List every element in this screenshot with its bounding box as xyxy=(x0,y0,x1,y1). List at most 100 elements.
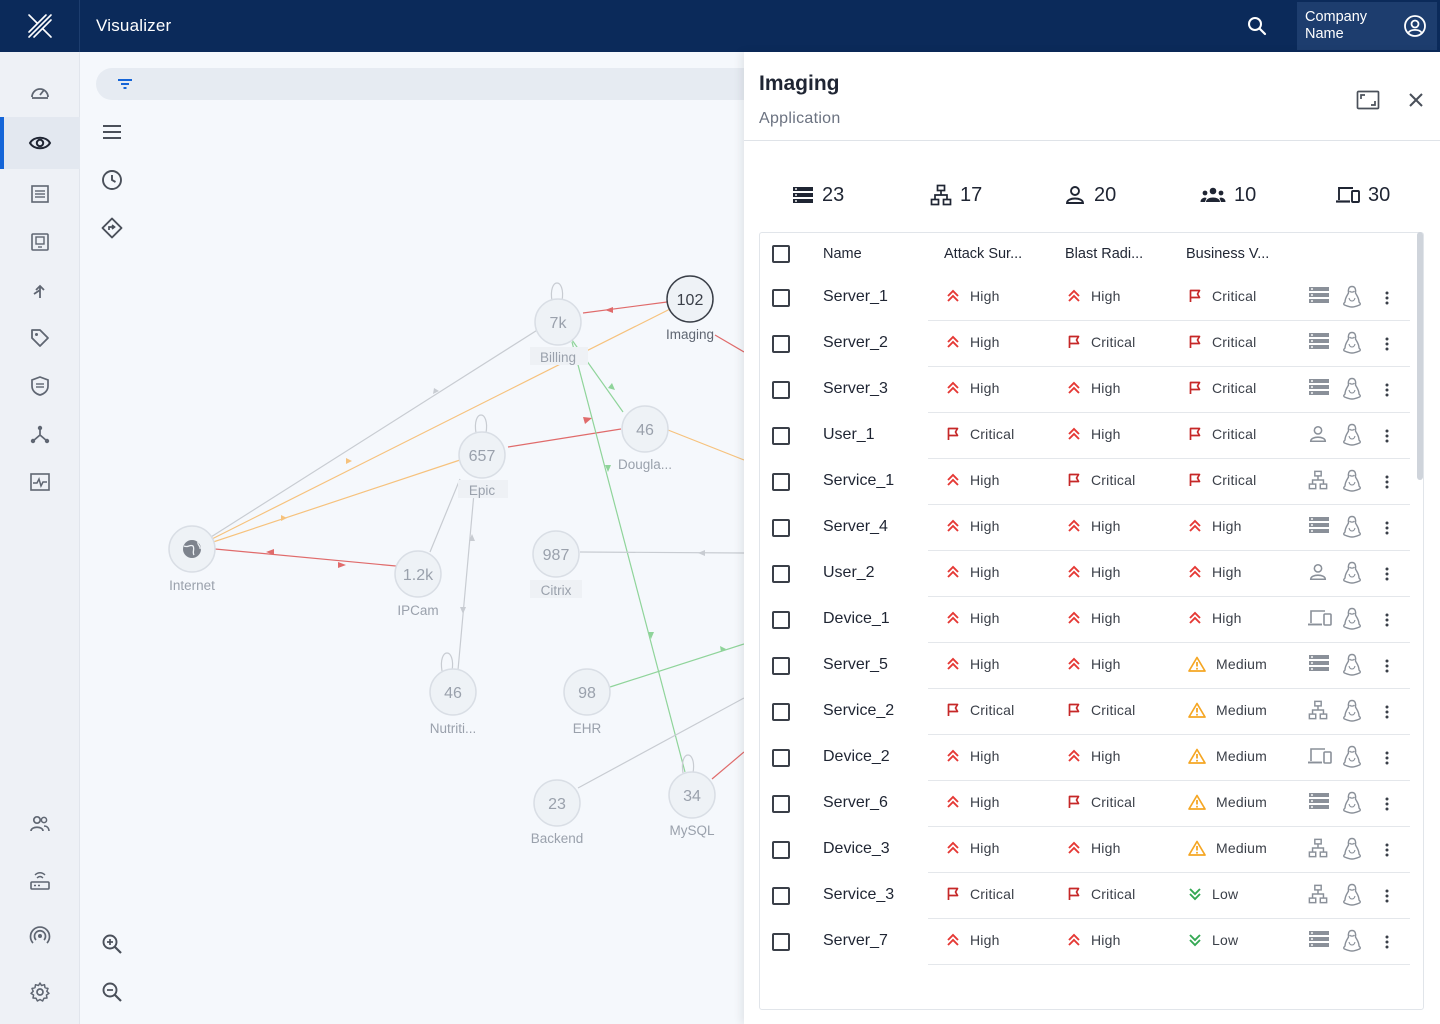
asset-name[interactable]: Device_3 xyxy=(823,840,890,857)
asset-name[interactable]: Server_2 xyxy=(823,334,888,351)
row-actions-button[interactable] xyxy=(1377,333,1397,355)
row-actions-button[interactable] xyxy=(1377,425,1397,447)
row-actions-button[interactable] xyxy=(1377,885,1397,907)
graph-node-epic[interactable]: 657 Epic xyxy=(458,431,508,498)
asset-name[interactable]: User_1 xyxy=(823,426,875,443)
row-checkbox[interactable] xyxy=(772,611,790,629)
row-checkbox[interactable] xyxy=(772,381,790,399)
network-graph[interactable]: 7k Billing 102 Imaging 657 Epic 46 Dougl… xyxy=(80,52,744,1024)
row-actions-button[interactable] xyxy=(1377,287,1397,309)
row-checkbox[interactable] xyxy=(772,703,790,721)
nav-dashboard[interactable] xyxy=(0,68,80,116)
nav-visualizer[interactable] xyxy=(0,117,80,169)
row-checkbox[interactable] xyxy=(772,473,790,491)
graph-node-ipcam[interactable]: 1.2k IPCam xyxy=(394,550,442,618)
nav-topology[interactable] xyxy=(0,410,80,458)
row-actions-button[interactable] xyxy=(1377,379,1397,401)
row-checkbox[interactable] xyxy=(772,335,790,353)
row-actions-button[interactable] xyxy=(1377,701,1397,723)
row-actions-button[interactable] xyxy=(1377,471,1397,493)
row-checkbox[interactable] xyxy=(772,933,790,951)
close-panel-button[interactable] xyxy=(1400,84,1432,116)
row-actions-button[interactable] xyxy=(1377,747,1397,769)
row-checkbox[interactable] xyxy=(772,657,790,675)
stat-services[interactable]: 17 xyxy=(930,177,982,213)
stat-devices[interactable]: 30 xyxy=(1336,177,1390,213)
graph-node-ehr[interactable]: 98 EHR xyxy=(563,668,611,736)
asset-name[interactable]: Service_1 xyxy=(823,472,895,489)
nav-policies[interactable] xyxy=(0,362,80,410)
graph-node-douglas[interactable]: 46 Dougla... xyxy=(618,405,672,472)
zoom-out-button[interactable] xyxy=(96,976,128,1008)
stat-users[interactable]: 20 xyxy=(1064,177,1116,213)
column-header-attack-surface[interactable]: Attack Sur... xyxy=(944,246,1023,262)
nav-reports[interactable] xyxy=(0,170,80,218)
search-button[interactable] xyxy=(1240,10,1274,42)
brand-logo[interactable] xyxy=(0,0,80,52)
expand-panel-button[interactable] xyxy=(1352,84,1384,116)
asset-name[interactable]: Device_1 xyxy=(823,610,890,627)
graph-node-nutrition[interactable]: 46 Nutriti... xyxy=(429,668,477,736)
nav-sensors[interactable] xyxy=(0,912,80,960)
nav-assets[interactable] xyxy=(0,218,80,266)
asset-name[interactable]: User_2 xyxy=(823,564,875,581)
asset-name[interactable]: Service_3 xyxy=(823,886,895,903)
graph-node-citrix[interactable]: 987 Citrix xyxy=(530,530,582,598)
row-actions-button[interactable] xyxy=(1377,609,1397,631)
row-actions-button[interactable] xyxy=(1377,793,1397,815)
column-header-blast-radius[interactable]: Blast Radi... xyxy=(1065,246,1144,262)
stat-servers[interactable]: 23 xyxy=(792,177,844,213)
nav-devices[interactable] xyxy=(0,857,80,905)
filter-bar[interactable] xyxy=(96,68,744,100)
asset-name[interactable]: Server_1 xyxy=(823,288,888,305)
row-actions-button[interactable] xyxy=(1377,931,1397,953)
asset-name[interactable]: Server_5 xyxy=(823,656,888,673)
graph-node-mysql[interactable]: 34 MySQL xyxy=(668,771,716,838)
graph-node-billing[interactable]: 7k Billing xyxy=(530,298,588,365)
company-account-button[interactable]: Company Name xyxy=(1297,2,1437,50)
history-button[interactable] xyxy=(96,164,128,196)
row-checkbox[interactable] xyxy=(772,427,790,445)
row-actions-button[interactable] xyxy=(1377,655,1397,677)
asset-name[interactable]: Device_2 xyxy=(823,748,890,765)
row-checkbox[interactable] xyxy=(772,887,790,905)
stat-user-groups[interactable]: 10 xyxy=(1200,177,1256,213)
graph-node-backend[interactable]: 23 Backend xyxy=(531,779,584,846)
table-scrollbar[interactable] xyxy=(1417,232,1423,480)
menu-button[interactable] xyxy=(96,116,128,148)
row-actions-button[interactable] xyxy=(1377,563,1397,585)
row-checkbox[interactable] xyxy=(772,289,790,307)
row-actions-button[interactable] xyxy=(1377,839,1397,861)
zoom-in-button[interactable] xyxy=(96,928,128,960)
asset-name[interactable]: Server_4 xyxy=(823,518,888,535)
graph-canvas[interactable]: 7k Billing 102 Imaging 657 Epic 46 Dougl… xyxy=(80,52,744,1024)
column-header-business-value[interactable]: Business V... xyxy=(1186,246,1270,262)
route-button[interactable] xyxy=(96,212,128,244)
asset-name[interactable]: Server_7 xyxy=(823,932,888,949)
nav-tags[interactable] xyxy=(0,314,80,362)
asset-name[interactable]: Server_6 xyxy=(823,794,888,811)
nav-settings[interactable] xyxy=(0,968,80,1016)
nav-flows[interactable] xyxy=(0,266,80,314)
row-checkbox[interactable] xyxy=(772,841,790,859)
graph-node-imaging[interactable]: 102 Imaging xyxy=(666,275,714,342)
asset-name[interactable]: Server_3 xyxy=(823,380,888,397)
row-checkbox[interactable] xyxy=(772,519,790,537)
asset-name[interactable]: Service_2 xyxy=(823,702,895,719)
column-header-name[interactable]: Name xyxy=(823,246,862,262)
select-all-checkbox[interactable] xyxy=(772,245,790,263)
